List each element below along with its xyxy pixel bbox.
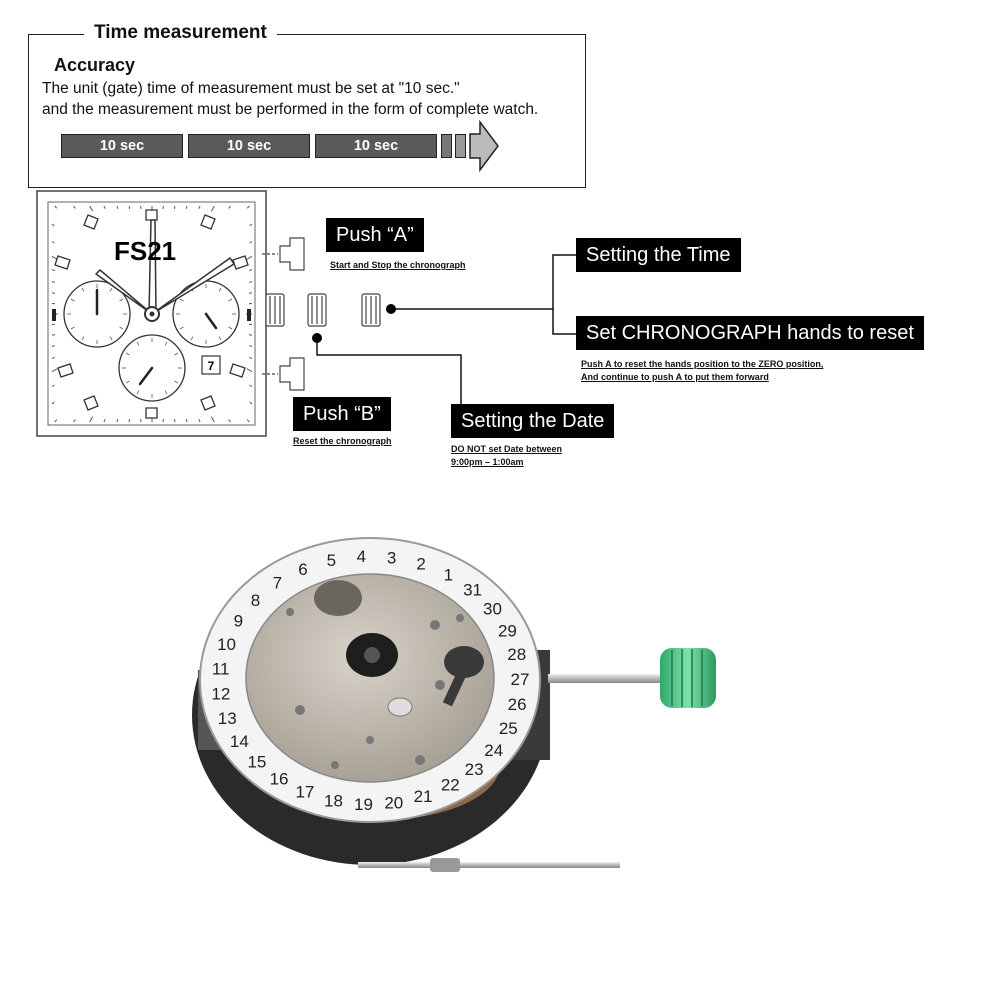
setting-date-label: Setting the Date <box>451 404 615 438</box>
date-ring-numeral: 8 <box>251 591 260 610</box>
crown-position-1-icon <box>307 293 327 327</box>
push-b-label: Push “B” <box>293 397 391 431</box>
date-ring-numeral: 4 <box>357 547 366 566</box>
date-ring-numeral: 29 <box>498 621 517 640</box>
gate-segment-3: 10 sec <box>315 134 437 158</box>
date-ring-numeral: 6 <box>298 560 307 579</box>
date-ring-numeral: 9 <box>234 612 243 631</box>
date-ring-numeral: 21 <box>414 787 433 806</box>
push-a-note: Start and Stop the chronograph <box>330 260 466 270</box>
gate-segment-small-1 <box>441 134 452 158</box>
date-ring-numeral: 12 <box>211 684 230 703</box>
date-ring-numeral: 7 <box>273 574 282 593</box>
date-ring-numeral: 11 <box>212 659 230 678</box>
continue-arrow-icon <box>469 120 499 172</box>
gate-segment-small-2 <box>455 134 466 158</box>
date-ring-numeral: 25 <box>499 719 518 738</box>
pusher-b-icon <box>262 357 305 391</box>
accuracy-text-line-2: and the measurement must be performed in… <box>42 101 539 118</box>
setting-date-note-1: DO NOT set Date between <box>451 444 563 454</box>
watch-model-label: FS21 <box>114 236 176 266</box>
push-a-label: Push “A” <box>326 218 424 252</box>
date-window-value: 7 <box>208 359 215 373</box>
loose-stem-icon <box>358 862 620 868</box>
push-b-note: Reset the chronograph <box>293 436 392 446</box>
crown-position-2-icon <box>361 293 381 327</box>
accuracy-text-line-1: The unit (gate) time of measurement must… <box>42 80 460 97</box>
setting-date-note-2: 9:00pm – 1:00am <box>451 457 524 467</box>
date-ring-numeral: 26 <box>508 695 527 714</box>
gate-segment-2: 10 sec <box>188 134 310 158</box>
watch-dial-diagram: 7 FS21 <box>36 190 267 437</box>
accuracy-heading: Accuracy <box>54 55 136 75</box>
time-measurement-title: Time measurement <box>84 22 277 44</box>
date-ring-numeral: 2 <box>416 554 425 573</box>
callout-connector-lines <box>312 254 576 404</box>
date-ring-numeral: 10 <box>217 635 236 654</box>
date-ring-numeral: 13 <box>218 709 237 728</box>
set-chronograph-note-1: Push A to reset the hands position to th… <box>581 359 824 369</box>
date-ring-numeral: 1 <box>444 565 453 584</box>
set-chronograph-label: Set CHRONOGRAPH hands to reset <box>576 316 924 350</box>
date-ring-numeral: 18 <box>324 791 343 810</box>
crown-position-0-icon <box>265 293 285 327</box>
date-ring-numeral: 20 <box>384 793 403 812</box>
date-ring-numeral: 3 <box>387 548 396 567</box>
date-ring-numeral: 5 <box>327 551 336 570</box>
date-ring-numeral: 24 <box>484 741 503 760</box>
date-ring-numeral: 27 <box>511 670 530 689</box>
date-ring-numeral: 31 <box>463 580 482 599</box>
date-ring-numeral: 19 <box>354 795 373 814</box>
gate-segment-1: 10 sec <box>61 134 183 158</box>
date-ring-numeral: 16 <box>270 770 289 789</box>
date-ring-numeral: 17 <box>295 783 314 802</box>
green-crown-icon <box>660 648 716 708</box>
date-ring-numeral: 15 <box>247 752 266 771</box>
setting-time-label: Setting the Time <box>576 238 741 272</box>
date-ring-numeral: 30 <box>483 599 502 618</box>
set-chronograph-note-2: And continue to push A to put them forwa… <box>581 372 769 382</box>
date-ring-numeral: 28 <box>507 645 526 664</box>
date-ring-numeral: 23 <box>465 760 484 779</box>
date-ring-numeral: 22 <box>441 776 460 795</box>
time-measurement-panel <box>28 34 586 188</box>
crown-positions-diagram <box>262 237 381 391</box>
pusher-a-icon <box>262 237 305 271</box>
date-ring-numeral: 14 <box>230 732 249 751</box>
